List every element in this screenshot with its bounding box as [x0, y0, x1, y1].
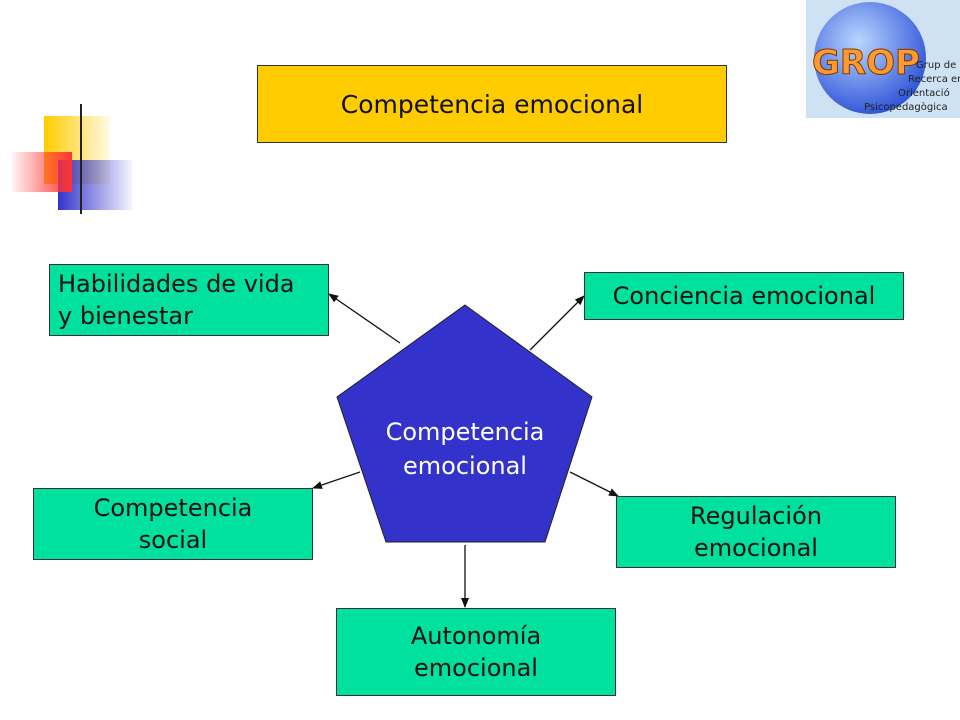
node-habilidades: Habilidades de vida y bienestar — [49, 264, 329, 336]
arrow-to-regulacion — [569, 471, 619, 497]
grop-logo: GROP Grup de Recerca en Orientació Psico… — [806, 0, 960, 118]
logo-main-text: GROP — [812, 43, 920, 83]
node-autonomia: Autonomía emocional — [336, 608, 616, 696]
arrow-to-social — [312, 471, 361, 489]
node-autonomia-label: Autonomía emocional — [410, 621, 542, 682]
page-title: Competencia emocional — [257, 65, 727, 143]
node-social-label: Competencia social — [93, 493, 253, 554]
logo-globe — [814, 2, 926, 114]
node-habilidades-label: Habilidades de vida y bienestar — [58, 269, 295, 330]
center-pentagon — [336, 304, 593, 543]
node-social: Competencia social — [33, 488, 313, 560]
corner-decoration — [12, 104, 880, 214]
arrow-to-conciencia — [529, 295, 585, 351]
node-conciencia-label: Conciencia emocional — [612, 281, 876, 310]
arrow-to-habilidades — [328, 293, 401, 344]
logo-line-2: Recerca en — [908, 74, 960, 85]
node-regulacion: Regulación emocional — [616, 496, 896, 568]
grop-logo-graphic: GROP Grup de Recerca en Orientació Psico… — [812, 2, 960, 114]
logo-line-3: Orientació — [898, 87, 950, 99]
node-conciencia: Conciencia emocional — [584, 272, 904, 320]
node-regulacion-label: Regulación emocional — [690, 501, 822, 562]
logo-line-1: Grup de — [916, 60, 956, 71]
logo-line-4: Psicopedagògica — [864, 101, 948, 113]
center-label: Competencia emocional — [385, 418, 545, 480]
